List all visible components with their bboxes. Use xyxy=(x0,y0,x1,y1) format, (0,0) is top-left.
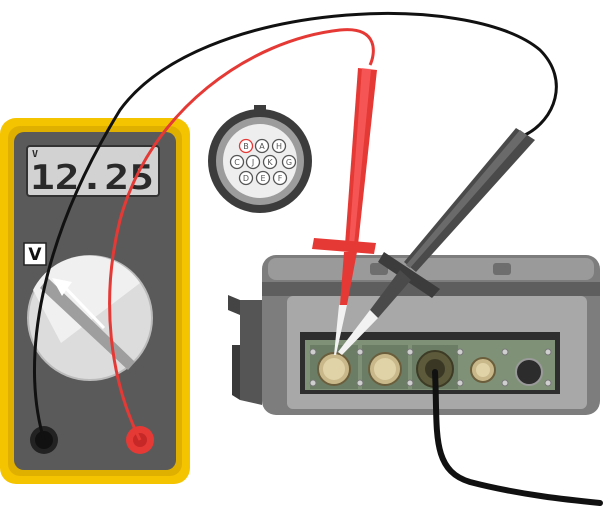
connector-pin-label: A xyxy=(259,142,265,151)
connector-pin-e: E xyxy=(255,170,271,186)
lcd-display xyxy=(26,145,160,197)
connector-pin-label: H xyxy=(276,142,282,151)
dial-label: V xyxy=(28,245,42,265)
lcd-value: 12.25 xyxy=(30,158,154,198)
connector-pin-a: A xyxy=(254,138,270,154)
connector-pin-label: D xyxy=(243,174,249,183)
connector-pin-label: E xyxy=(260,174,265,183)
red-probe[interactable] xyxy=(312,68,377,355)
connector-4 xyxy=(470,357,496,383)
connector-pin-label: G xyxy=(286,158,292,167)
connector-pin-b: B xyxy=(238,138,254,154)
connector-pin-k: K xyxy=(262,154,278,170)
multimeter: V 12.25 V xyxy=(0,118,190,484)
connector-pin-label: J xyxy=(251,158,254,167)
red-lead-wire xyxy=(108,28,375,441)
connector-5 xyxy=(515,358,543,386)
connector-pin-label: K xyxy=(267,158,273,167)
dial-pointer-arrow xyxy=(58,280,106,330)
harness-cable xyxy=(432,369,603,506)
connector-pin-label: B xyxy=(243,142,249,151)
connector-pin-label: C xyxy=(234,158,240,167)
connector-pin-j: J xyxy=(245,154,261,170)
connector-pin-d: D xyxy=(238,170,254,186)
connector-pin-h: H xyxy=(271,138,287,154)
connector-pin-f: F xyxy=(272,170,288,186)
dial-label-box xyxy=(23,242,47,266)
connector-2 xyxy=(362,345,408,389)
connector-pinout-diagram: B A H C J K G D E F xyxy=(208,105,312,213)
black-lead-wire xyxy=(32,12,558,441)
lcd-unit: V xyxy=(32,149,38,160)
connector-pin-g: G xyxy=(281,154,297,170)
panel-screws xyxy=(309,348,552,387)
black-probe[interactable] xyxy=(338,128,535,355)
connector-pin-c: C xyxy=(229,154,245,170)
connector-pin-label: F xyxy=(278,174,283,183)
connector-1 xyxy=(310,345,358,389)
